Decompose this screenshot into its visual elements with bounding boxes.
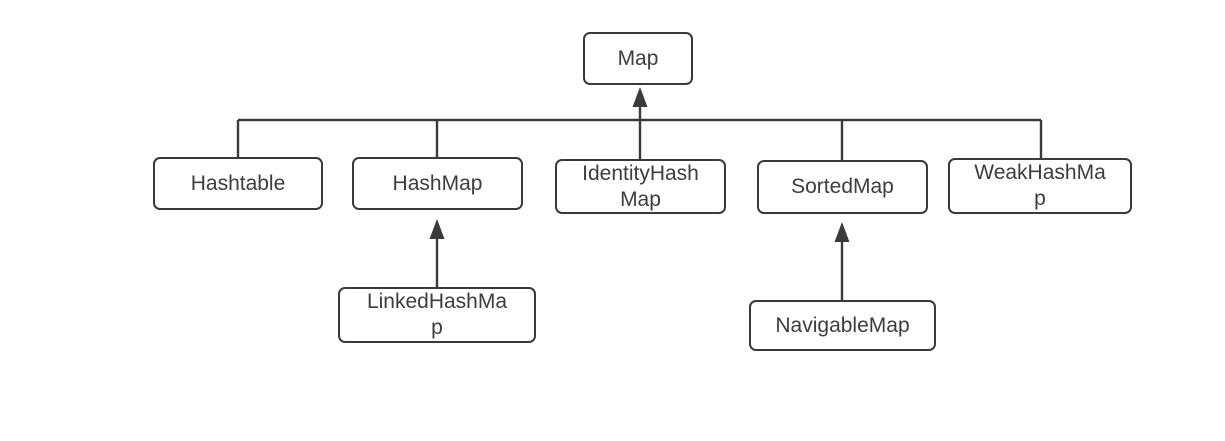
node-identityhashmap: IdentityHash Map: [555, 159, 726, 214]
node-weakhashmap-label-line2: p: [1034, 187, 1046, 210]
node-identityhashmap-label-line2: Map: [620, 187, 661, 211]
node-sortedmap-label: SortedMap: [791, 175, 894, 199]
node-hashmap: HashMap: [352, 157, 523, 210]
node-navigablemap: NavigableMap: [749, 300, 936, 351]
node-hashmap-label: HashMap: [392, 171, 483, 195]
node-weakhashmap: WeakHashMa p: [948, 158, 1132, 214]
arrowhead-to-hashmap-icon: [429, 219, 445, 239]
node-hashtable: Hashtable: [153, 157, 323, 210]
node-sortedmap: SortedMap: [757, 160, 928, 214]
node-map-label: Map: [617, 46, 659, 70]
arrowhead-to-sortedmap-icon: [834, 222, 850, 242]
node-linkedhashmap-label: LinkedHashMa: [366, 290, 508, 314]
node-hashtable-label: Hashtable: [190, 171, 286, 195]
node-linkedhashmap-label-line2: p: [431, 316, 443, 339]
node-weakhashmap-label: WeakHashMa: [974, 161, 1106, 185]
node-identityhashmap-label: IdentityHash: [582, 161, 699, 185]
arrowhead-to-map-icon: [632, 87, 648, 107]
node-map: Map: [583, 32, 693, 85]
node-linkedhashmap: LinkedHashMa p: [338, 287, 536, 343]
node-navigablemap-label: NavigableMap: [775, 313, 910, 337]
